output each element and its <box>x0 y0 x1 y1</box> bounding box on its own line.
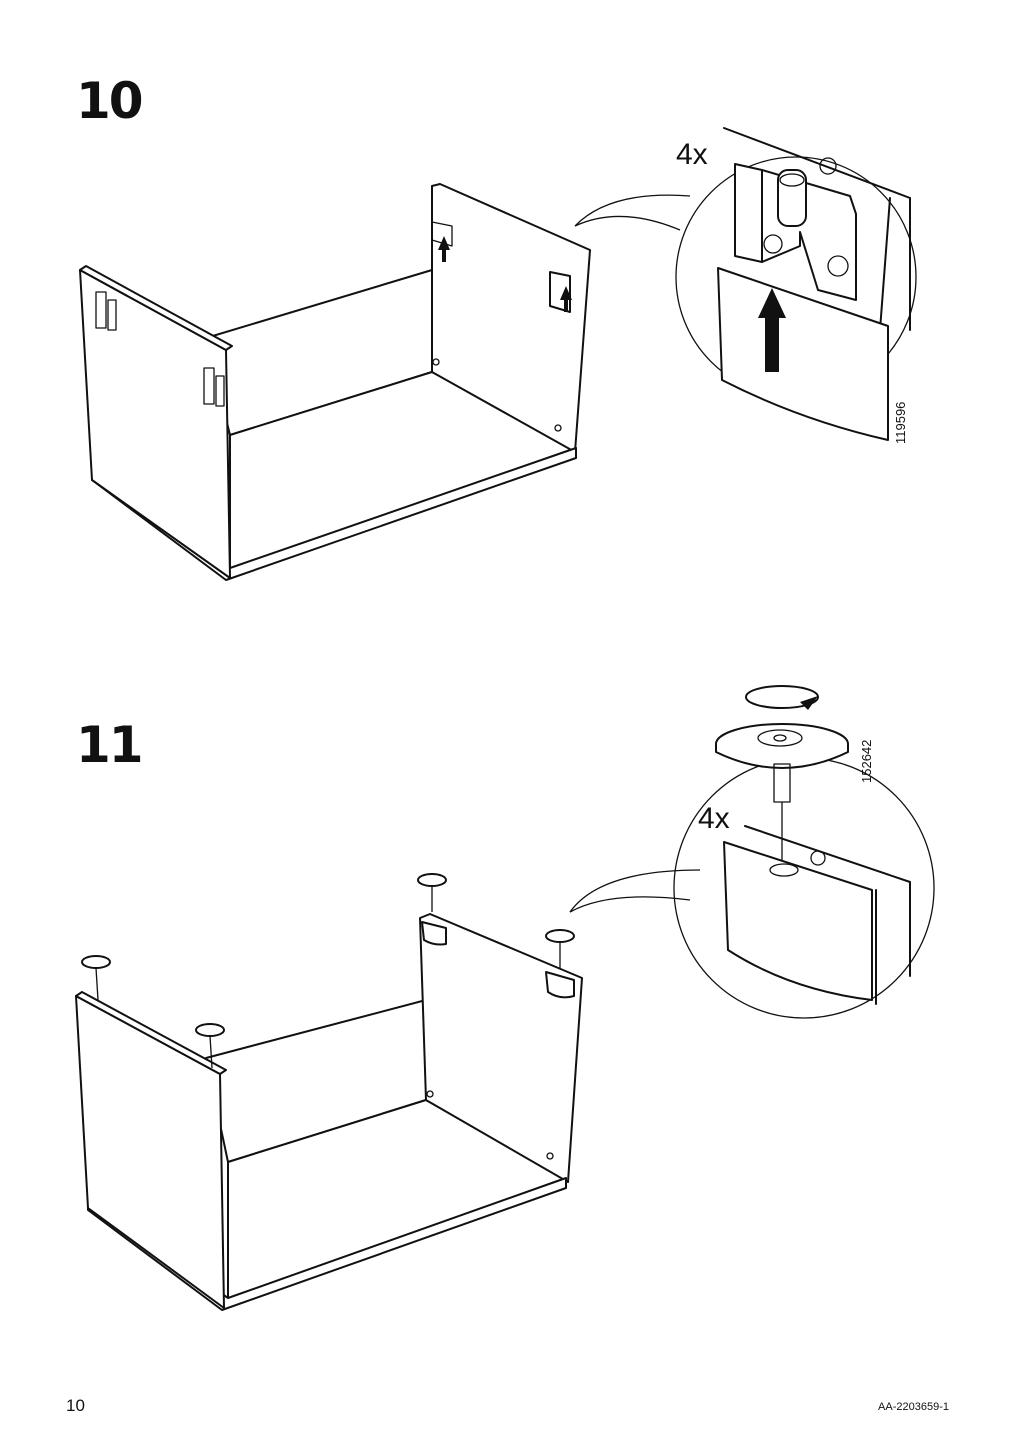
page-number: 10 <box>66 1396 85 1415</box>
step-10-detail-callout <box>574 127 917 441</box>
foot <box>81 955 111 1001</box>
rotate-clockwise-icon <box>745 685 819 710</box>
foot <box>417 873 447 912</box>
step-10-quantity: 4x <box>676 138 708 171</box>
step-11-quantity: 4x <box>698 802 730 835</box>
document-id: AA-2203659-1 <box>878 1401 949 1413</box>
step-10-number: 10 <box>76 72 144 130</box>
foot <box>195 1023 225 1069</box>
step-11-cabinet <box>75 873 583 1311</box>
arrow-up-icon <box>758 288 786 372</box>
step-11-number: 11 <box>76 716 144 774</box>
foot <box>545 929 575 968</box>
step-11-detail-callout <box>569 685 935 1019</box>
step-10-cabinet <box>79 183 591 581</box>
